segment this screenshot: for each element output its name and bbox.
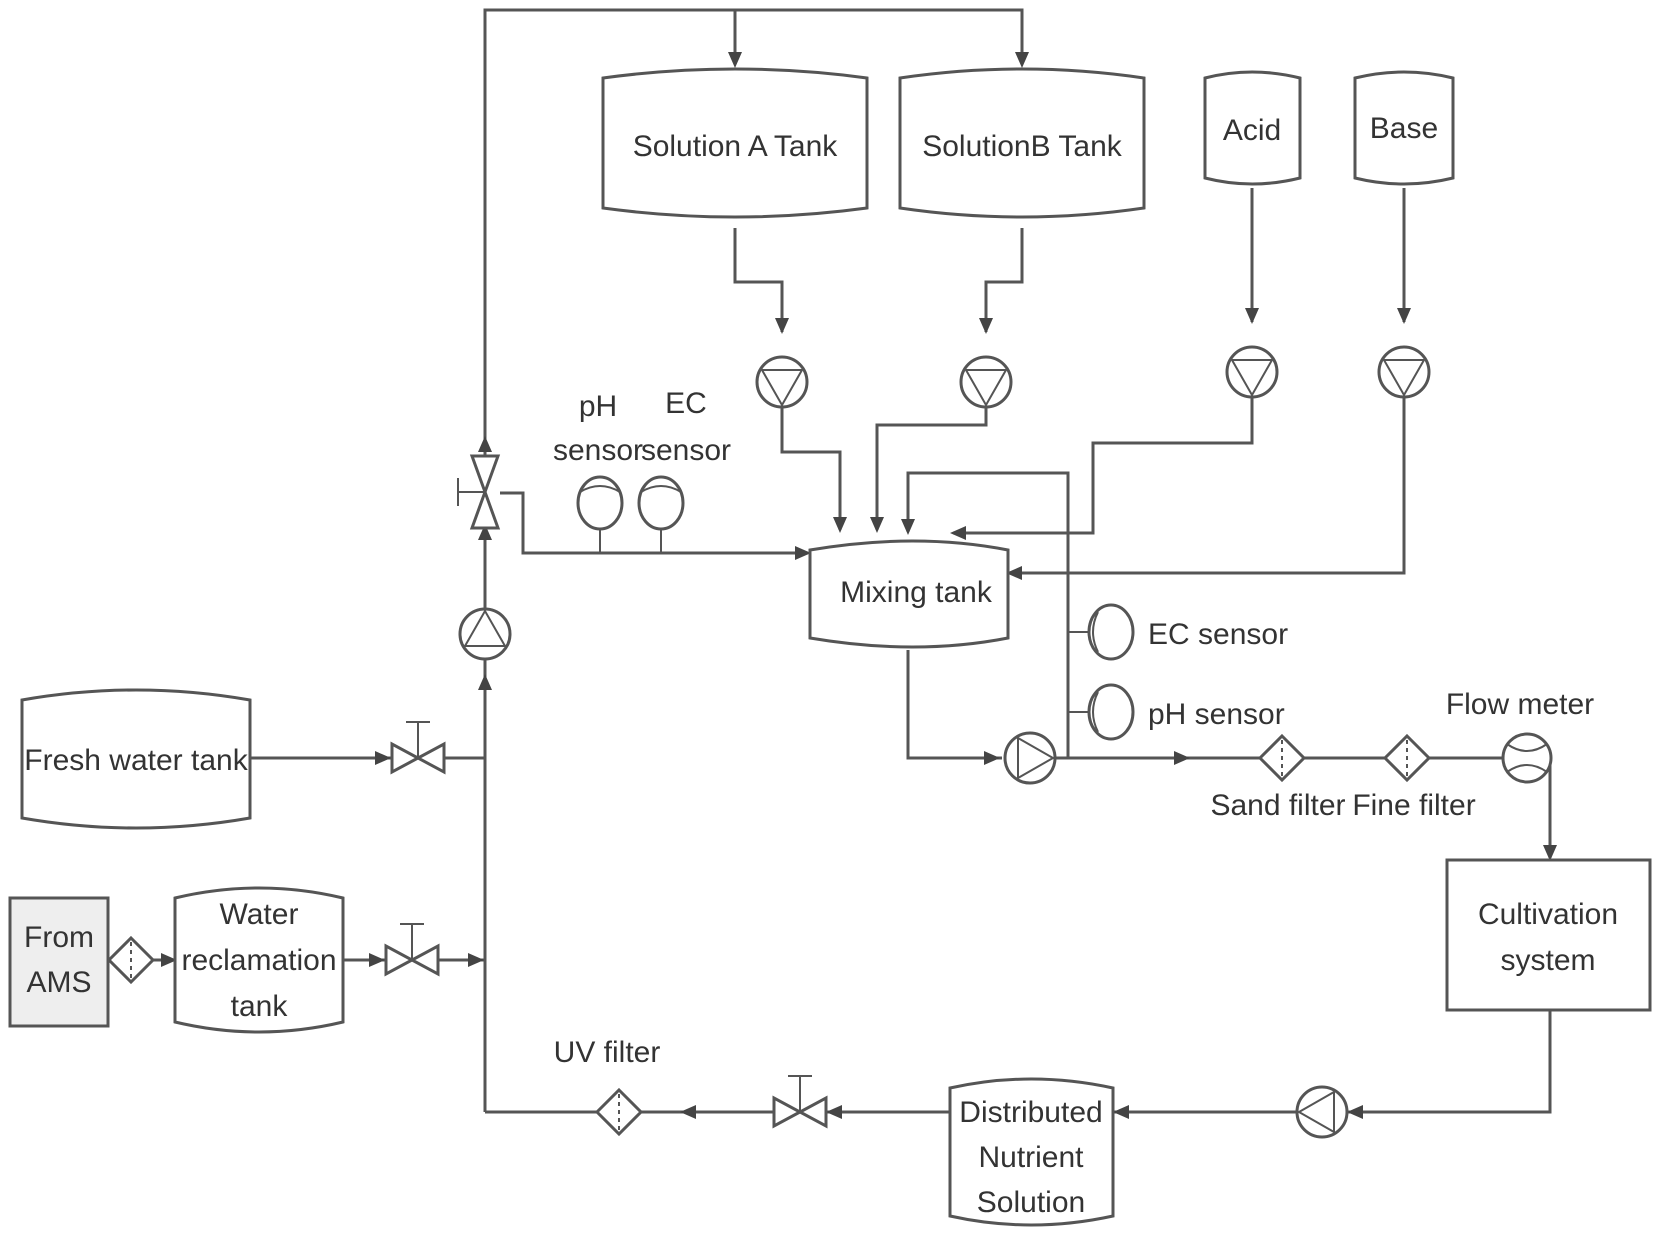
acid-tank: Acid bbox=[1203, 70, 1302, 186]
fresh-water-valve bbox=[390, 721, 446, 775]
ams-inlet-filter bbox=[106, 935, 156, 985]
pipe-solution-b-to-pump bbox=[984, 228, 1024, 332]
cultivation-label-2: system bbox=[1500, 944, 1595, 977]
flow-arrows bbox=[96, 52, 1557, 1119]
fresh-water-tank-label: Fresh water tank bbox=[24, 744, 248, 777]
arrow-mixing-into-pump bbox=[984, 751, 1000, 765]
main-feed-pump bbox=[458, 607, 512, 661]
arrow-recirculation-into-mixing bbox=[901, 519, 915, 535]
distributed-label-2: Nutrient bbox=[978, 1141, 1084, 1174]
fine-filter-label: Fine filter bbox=[1352, 789, 1475, 822]
arrow-acid-into-mixing bbox=[950, 526, 966, 540]
base-tank-label: Base bbox=[1370, 112, 1438, 145]
sand-filter bbox=[1257, 733, 1307, 783]
solution-b-tank-label: SolutionB Tank bbox=[922, 130, 1123, 163]
arrow-pump-a-into-mixing bbox=[833, 517, 847, 533]
arrow-pump-outlet bbox=[1174, 751, 1190, 765]
distributed-label-1: Distributed bbox=[959, 1096, 1102, 1129]
arrow-into-acid-pump bbox=[1245, 308, 1259, 324]
pipe-to-cultivation bbox=[1548, 756, 1552, 858]
water-reclamation-label-2: reclamation bbox=[181, 944, 336, 977]
uv-filter bbox=[594, 1087, 644, 1137]
arrow-pump-b-into-mixing bbox=[870, 517, 884, 533]
ec-sensor-top-label-2: sensor bbox=[641, 434, 731, 467]
acid-dosing-pump bbox=[1225, 345, 1279, 399]
pipe-acid-pump-to-mixing bbox=[953, 398, 1254, 535]
cultivation-system: Cultivation system bbox=[1445, 858, 1652, 1012]
water-reclamation-label-1: Water bbox=[220, 898, 299, 931]
fine-filter bbox=[1382, 733, 1432, 783]
arrow-return-into-pump bbox=[1347, 1105, 1363, 1119]
three-way-valve bbox=[457, 454, 501, 530]
dosing-pump-a bbox=[755, 355, 809, 409]
from-ams-label-1: From bbox=[24, 921, 94, 954]
distributed-label-3: Solution bbox=[977, 1186, 1085, 1219]
arrow-fresh-water-into-valve bbox=[375, 751, 391, 765]
arrow-reclamation-valve-into-riser bbox=[468, 953, 484, 967]
water-reclamation-label-3: tank bbox=[231, 990, 289, 1023]
from-ams-label-2: AMS bbox=[26, 966, 91, 999]
pipe-to-solution-tanks bbox=[483, 8, 1024, 472]
ec-sensor-right-label: EC sensor bbox=[1148, 618, 1288, 651]
uv-filter-label: UV filter bbox=[554, 1036, 661, 1069]
flow-meter bbox=[1501, 732, 1553, 784]
dosing-pump-b bbox=[959, 355, 1013, 409]
from-ams-box: From AMS bbox=[8, 896, 110, 1028]
water-reclamation-tank: Water reclamation tank bbox=[173, 886, 345, 1034]
pipe-recirculation bbox=[906, 471, 1070, 758]
ph-sensor-right-label: pH sensor bbox=[1148, 698, 1285, 731]
ph-sensor-top-label-2: sensor bbox=[553, 434, 643, 467]
ph-sensor-top bbox=[576, 475, 624, 531]
sand-filter-label: Sand filter bbox=[1210, 789, 1345, 822]
arrow-into-cultivation bbox=[1543, 845, 1557, 861]
ec-sensor-top-label-1: EC bbox=[665, 387, 707, 420]
circulation-pump bbox=[1003, 731, 1057, 785]
mixing-tank: Mixing tank bbox=[808, 539, 1010, 649]
distributed-nutrient-solution-tank: Distributed Nutrient Solution bbox=[948, 1077, 1115, 1227]
arrow-into-solution-a bbox=[728, 52, 742, 68]
reclamation-valve bbox=[384, 923, 440, 977]
ph-sensor-top-label-1: pH bbox=[579, 390, 617, 423]
pipe-sensor-line bbox=[500, 491, 808, 555]
arrow-into-pump-a bbox=[775, 318, 789, 334]
arrow-sensor-line-into-mixing bbox=[795, 546, 811, 560]
component-labels: pH sensor EC sensor EC sensor pH sensor … bbox=[553, 387, 1594, 1069]
solution-a-tank-label: Solution A Tank bbox=[633, 130, 839, 163]
cultivation-label-1: Cultivation bbox=[1478, 898, 1618, 931]
solution-b-tank: SolutionB Tank bbox=[898, 67, 1146, 219]
arrow-3way-valve-up bbox=[478, 436, 492, 452]
pipe-pump-a-to-mixing bbox=[780, 408, 842, 530]
pipe-cultivation-return bbox=[1347, 1010, 1552, 1114]
arrow-into-base-pump bbox=[1397, 308, 1411, 324]
arrow-base-into-mixing bbox=[1006, 566, 1022, 580]
arrow-reclamation-into-valve bbox=[369, 953, 385, 967]
base-tank: Base bbox=[1353, 70, 1455, 186]
arrow-distributed-into-valve bbox=[826, 1105, 842, 1119]
ec-sensor-top bbox=[637, 475, 685, 531]
fresh-water-tank: Fresh water tank bbox=[20, 688, 252, 830]
arrow-into-3way-valve bbox=[478, 524, 492, 540]
ph-sensor-right bbox=[1087, 683, 1135, 741]
arrow-into-pump-b bbox=[979, 318, 993, 334]
flow-meter-label: Flow meter bbox=[1446, 688, 1594, 721]
pipe-mixing-outlet bbox=[906, 650, 1002, 760]
arrow-into-distributed bbox=[1113, 1105, 1129, 1119]
ec-sensor-right bbox=[1087, 603, 1135, 661]
arrow-into-solution-b bbox=[1015, 52, 1029, 68]
arrow-filter-into-reclamation bbox=[161, 953, 177, 967]
pipe-solution-a-to-pump bbox=[733, 228, 784, 332]
arrow-riser-up bbox=[478, 674, 492, 690]
solution-a-tank: Solution A Tank bbox=[601, 67, 869, 219]
arrow-valve-into-uv-filter bbox=[680, 1105, 696, 1119]
pipe-pump-b-to-mixing bbox=[875, 408, 988, 530]
acid-tank-label: Acid bbox=[1223, 114, 1281, 147]
return-pump bbox=[1295, 1085, 1349, 1139]
mixing-tank-label: Mixing tank bbox=[840, 576, 993, 609]
base-dosing-pump bbox=[1377, 345, 1431, 399]
return-line-valve bbox=[772, 1075, 828, 1129]
pipe-base-pump-to-mixing bbox=[1008, 398, 1406, 575]
